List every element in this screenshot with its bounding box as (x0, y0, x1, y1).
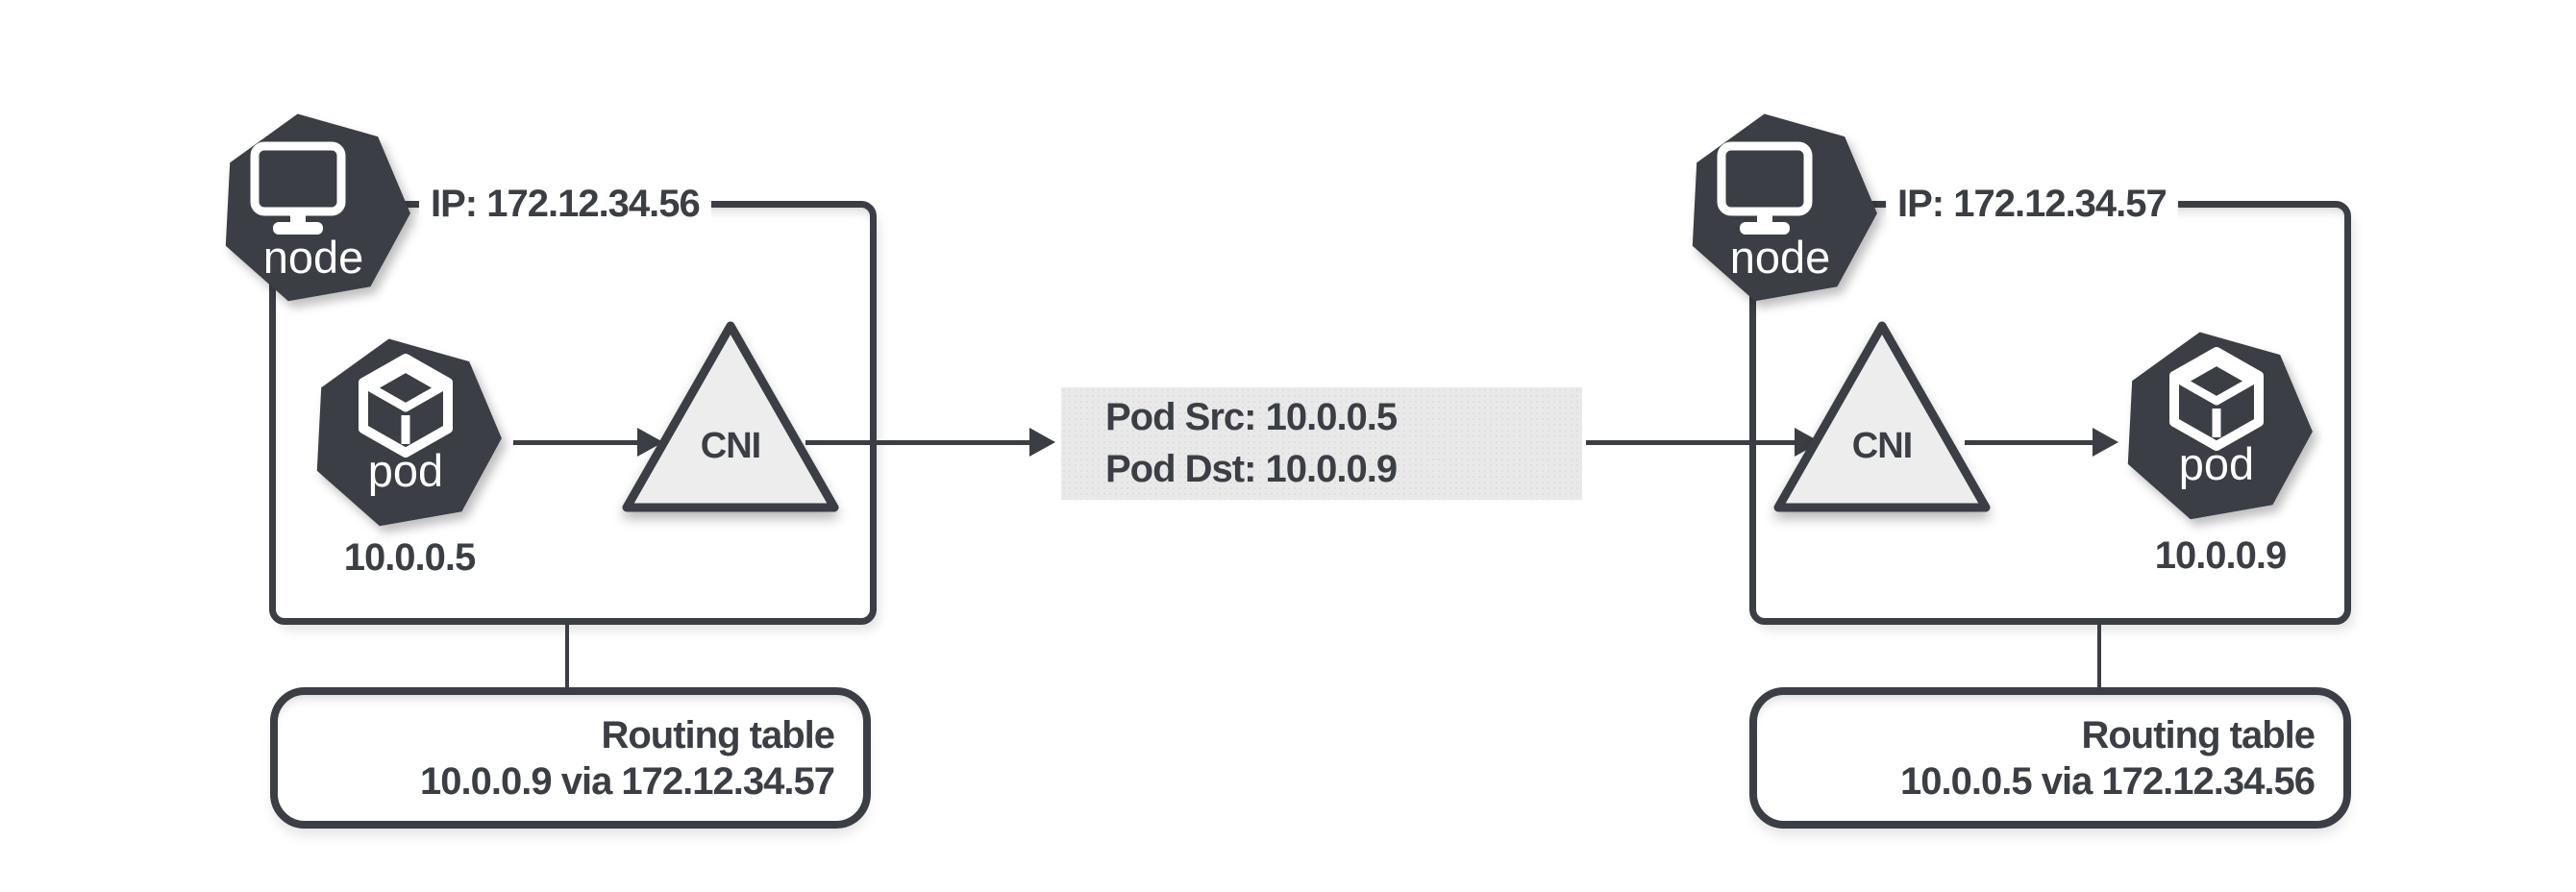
pod-label: pod (368, 445, 443, 496)
node-ip-label-left: IP: 172.12.34.56 (419, 179, 711, 229)
cni-triangle-right: CNI (1773, 321, 1991, 512)
node-heptagon-right: node (1692, 113, 1877, 302)
pod-heptagon-right: pod (2127, 332, 2313, 520)
pod-label: pod (2179, 438, 2254, 489)
cni-label: CNI (1852, 426, 1912, 466)
arrow-cni-to-packet (805, 440, 1030, 445)
packet-src: Pod Src: 10.0.0.5 (1105, 396, 1398, 438)
arrow-cni-to-pod-right (1965, 440, 2093, 445)
cni-label: CNI (701, 426, 760, 466)
arrow-packet-to-cni-right (1586, 440, 1796, 445)
pod-ip-label-right: 10.0.0.9 (2154, 534, 2288, 577)
connector-right (2097, 618, 2101, 687)
routing-table-left: Routing table 10.0.0.9 via 172.12.34.57 (270, 687, 871, 829)
packet-box: Pod Src: 10.0.0.5 Pod Dst: 10.0.0.9 (1061, 387, 1582, 500)
pod-ip-label-left: 10.0.0.5 (343, 536, 477, 579)
routing-table-route: 10.0.0.9 via 172.12.34.57 (420, 759, 835, 803)
routing-table-route: 10.0.0.5 via 172.12.34.56 (1900, 759, 2316, 803)
arrowhead-icon (1029, 428, 1055, 457)
node-label: node (263, 232, 364, 283)
triangle-shape (1773, 321, 1991, 512)
routing-table-right: Routing table 10.0.0.5 via 172.12.34.56 (1749, 687, 2351, 829)
cni-triangle-left: CNI (622, 321, 839, 512)
triangle-shape (622, 321, 839, 512)
node-label: node (1730, 232, 1831, 283)
packet-dst: Pod Dst: 10.0.0.9 (1105, 448, 1398, 490)
arrow-pod-to-cni-left (513, 440, 638, 445)
node-heptagon-left: node (225, 113, 410, 302)
node-ip-label-right: IP: 172.12.34.57 (1886, 179, 2178, 229)
pod-heptagon-left: pod (316, 338, 502, 527)
routing-table-title: Routing table (2081, 713, 2316, 756)
routing-table-title: Routing table (601, 713, 835, 756)
connector-left (565, 618, 569, 687)
arrowhead-icon (2093, 428, 2118, 457)
